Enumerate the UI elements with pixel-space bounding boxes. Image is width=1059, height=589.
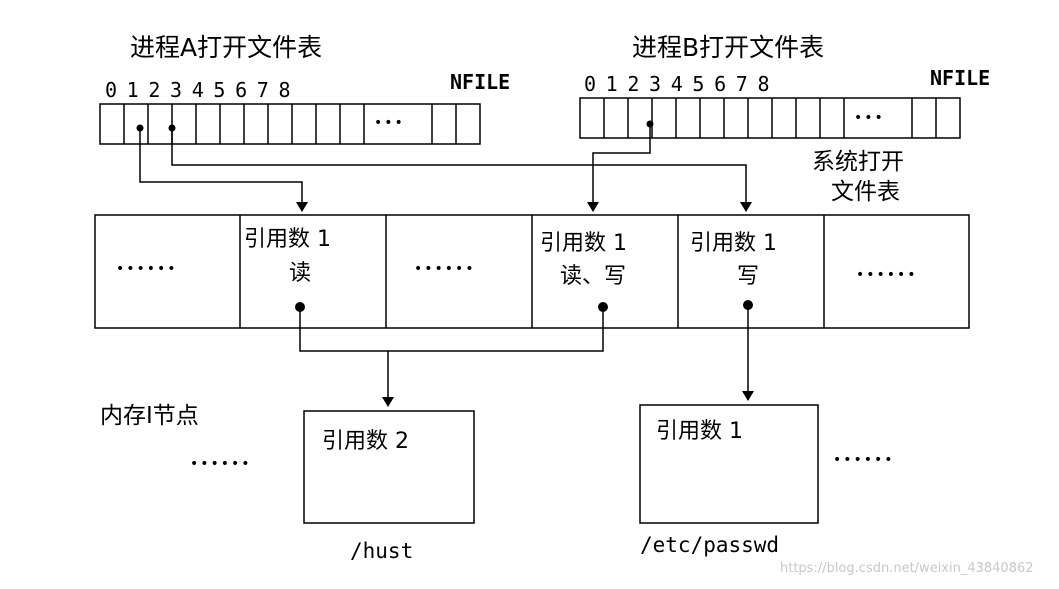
sys-cell-2-mode: 读 xyxy=(289,261,312,286)
proc-a-indices: 0 1 2 3 4 5 6 7 8 xyxy=(105,78,291,102)
inode-right-dots: •••••• xyxy=(833,452,895,468)
inode-hust-path: /hust xyxy=(350,539,414,563)
inode-hust-count: 引用数 2 xyxy=(322,429,409,454)
sys-table-title-2: 文件表 xyxy=(831,179,900,205)
proc-b-title: 进程B打开文件表 xyxy=(632,33,825,62)
sys-table-title-1: 系统打开 xyxy=(812,149,904,175)
sys-cell-2-count: 引用数 1 xyxy=(244,227,331,252)
inode-left-dots: •••••• xyxy=(190,456,252,472)
connectors xyxy=(139,124,754,407)
sys-cell-1-dots: •••••• xyxy=(116,261,178,277)
inode-title: 内存I节点 xyxy=(100,403,199,429)
proc-a-ellipsis: ••• xyxy=(374,115,405,131)
inode-box-hust xyxy=(303,410,475,524)
inode-passwd-count: 引用数 1 xyxy=(656,419,743,444)
sys-cell-4-mode: 读、写 xyxy=(560,264,627,289)
inode-box-passwd xyxy=(639,404,819,524)
watermark: https://blog.csdn.net/weixin_43840862 xyxy=(780,561,1034,576)
system-file-table xyxy=(94,214,970,329)
sys-cell-5-count: 引用数 1 xyxy=(690,231,777,256)
proc-b-nfile: NFILE xyxy=(930,66,991,90)
proc-a-nfile: NFILE xyxy=(450,70,511,94)
pointer-dots xyxy=(136,120,753,312)
inode-passwd-path: /etc/passwd xyxy=(640,533,780,557)
proc-b-ellipsis: ••• xyxy=(854,110,885,126)
proc-a-title: 进程A打开文件表 xyxy=(130,33,323,62)
sys-cell-4-count: 引用数 1 xyxy=(540,231,627,256)
proc-b-indices: 0 1 2 3 4 5 6 7 8 xyxy=(584,72,770,96)
proc-b-file-table xyxy=(579,97,961,139)
sys-cell-6-dots: •••••• xyxy=(856,267,918,283)
proc-a-file-table xyxy=(99,103,481,145)
sys-cell-5-mode: 写 xyxy=(737,264,760,289)
sys-cell-3-dots: •••••• xyxy=(414,261,476,277)
